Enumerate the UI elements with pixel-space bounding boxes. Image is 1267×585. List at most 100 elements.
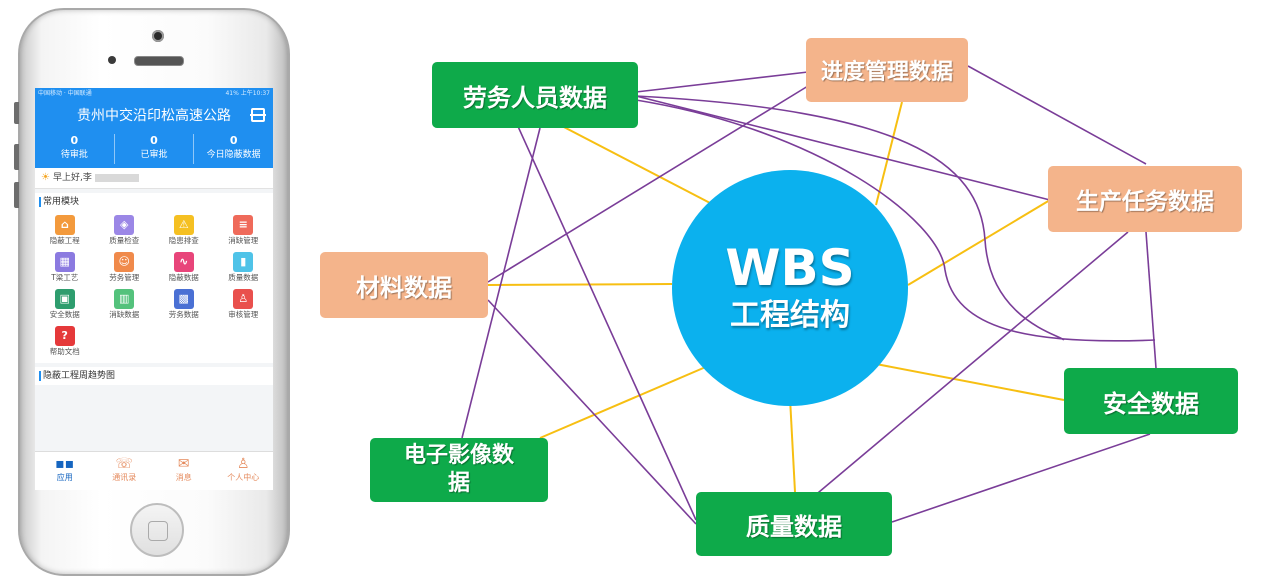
node-production-data: 生产任务数据 (1048, 166, 1242, 232)
stat-label: 已审批 (140, 150, 168, 160)
stat-today-hidden[interactable]: 0 今日隐蔽数据 (194, 134, 273, 164)
module-label: 劳务管理 (109, 273, 140, 282)
tab-apps[interactable]: ▪▪应用 (35, 452, 95, 490)
spoke-image (539, 365, 709, 439)
volume-down-button (14, 182, 19, 208)
module-bars[interactable]: ▥消缺数据 (95, 287, 155, 320)
node-label-line1: 电子影像数 (403, 443, 514, 468)
phone-screen: 中国移动 · 中国联通 41% 上午10:37 贵州中交沿印松高速公路 0 待审… (35, 88, 273, 490)
link-production-safety (1145, 231, 1157, 369)
module-document[interactable]: ≡消缺管理 (214, 213, 274, 246)
spoke-labor (559, 124, 713, 205)
link-progress-production (967, 65, 1147, 165)
stat-approved[interactable]: 0 已审批 (115, 134, 195, 164)
node-safety-data: 安全数据 (1064, 368, 1238, 434)
beam-icon: ▦ (54, 252, 75, 272)
link-labor-progress (635, 71, 809, 93)
link-safety-quality (891, 433, 1151, 523)
home-button[interactable] (130, 503, 184, 557)
person-icon: ♙ (236, 456, 250, 472)
crane-icon: ⌂ (54, 215, 75, 235)
mail-icon: ✉ (177, 456, 190, 472)
modules-section: 常用模块 ⌂隐蔽工程◈质量检查⚠隐患排查≡消缺管理▦T梁工艺☺劳务管理∿隐蔽数据… (35, 193, 273, 363)
tab-label: 个人中心 (227, 473, 260, 482)
sensor-icon (108, 56, 116, 64)
grid-icon: ▩ (173, 289, 194, 309)
node-label: 质量数据 (746, 512, 842, 541)
tab-mail[interactable]: ✉消息 (154, 452, 214, 490)
approval-stats: 0 待审批 0 已审批 0 今日隐蔽数据 (35, 130, 273, 168)
tab-label: 应用 (56, 473, 73, 482)
modules-title: 常用模块 (35, 193, 273, 211)
module-label: 审核管理 (228, 310, 259, 319)
module-shield[interactable]: ◈质量检查 (95, 213, 155, 246)
module-label: 消缺管理 (228, 236, 259, 245)
tab-person[interactable]: ♙个人中心 (214, 452, 274, 490)
node-labor-data: 劳务人员数据 (432, 62, 638, 128)
tab-contacts[interactable]: ☏通讯录 (95, 452, 155, 490)
worker-icon: ☺ (114, 252, 135, 272)
module-grid[interactable]: ▩劳务数据 (154, 287, 214, 320)
module-label: 质量检查 (109, 236, 140, 245)
module-bar-chart[interactable]: ▮质量数据 (214, 250, 274, 283)
contacts-icon: ☏ (115, 456, 133, 472)
spoke-progress (875, 101, 903, 206)
spoke-quality (789, 397, 796, 493)
module-crane[interactable]: ⌂隐蔽工程 (35, 213, 95, 246)
document-icon: ≡ (233, 215, 254, 235)
stat-value: 0 (229, 134, 238, 147)
spoke-safety (875, 363, 1065, 401)
volume-up-button (14, 144, 19, 170)
stat-label: 今日隐蔽数据 (206, 150, 261, 160)
module-grid: ⌂隐蔽工程◈质量检查⚠隐患排查≡消缺管理▦T梁工艺☺劳务管理∿隐蔽数据▮质量数据… (35, 211, 273, 363)
greeting-text: 早上好,李 (52, 173, 92, 183)
line-chart-icon: ∿ (173, 252, 194, 272)
status-carrier: 中国移动 · 中国联通 (38, 90, 92, 97)
scan-icon[interactable] (250, 108, 266, 122)
camera-icon (152, 30, 164, 42)
module-label: 隐蔽数据 (168, 273, 199, 282)
trend-section: 隐蔽工程周趋势图 (35, 367, 273, 385)
app-header: 贵州中交沿印松高速公路 (35, 100, 273, 130)
module-line-chart[interactable]: ∿隐蔽数据 (154, 250, 214, 283)
blurred-name (94, 174, 139, 182)
module-label: 隐患排查 (168, 236, 199, 245)
board-icon: ▣ (54, 289, 75, 309)
module-label: 隐蔽工程 (49, 236, 80, 245)
apps-icon: ▪▪ (55, 456, 75, 472)
node-label: 进度管理数据 (820, 60, 953, 85)
stamp-icon: ♙ (233, 289, 254, 309)
module-label: 帮助文档 (49, 347, 80, 356)
stat-label: 待审批 (60, 150, 88, 160)
status-time: 41% 上午10:37 (225, 90, 270, 97)
stat-pending[interactable]: 0 待审批 (35, 134, 115, 164)
spoke-production (907, 199, 1051, 286)
module-board[interactable]: ▣安全数据 (35, 287, 95, 320)
center-title: WBS (725, 239, 855, 297)
module-label: 消缺数据 (109, 310, 140, 319)
help-icon: ? (54, 326, 75, 346)
node-quality-data: 质量数据 (696, 492, 892, 556)
stat-value: 0 (150, 134, 158, 147)
module-label: T梁工艺 (51, 273, 79, 282)
node-label-line2: 据 (447, 471, 470, 496)
trend-title: 隐蔽工程周趋势图 (35, 367, 273, 385)
speaker-grille (134, 56, 184, 66)
module-label: 质量数据 (228, 273, 259, 282)
module-worker[interactable]: ☺劳务管理 (95, 250, 155, 283)
module-label: 安全数据 (49, 310, 80, 319)
shield-icon: ◈ (114, 215, 135, 235)
stat-value: 0 (70, 134, 79, 147)
module-beam[interactable]: ▦T梁工艺 (35, 250, 95, 283)
warning-icon: ⚠ (173, 215, 194, 235)
greeting-bar: ☀ 早上好,李 (35, 168, 273, 189)
module-warning[interactable]: ⚠隐患排查 (154, 213, 214, 246)
module-stamp[interactable]: ♙审核管理 (214, 287, 274, 320)
center-subtitle: 工程结构 (730, 298, 850, 333)
tab-bar: ▪▪应用☏通讯录✉消息♙个人中心 (35, 451, 273, 490)
node-label: 安全数据 (1103, 389, 1199, 418)
module-help[interactable]: ?帮助文档 (35, 324, 95, 357)
status-bar: 中国移动 · 中国联通 41% 上午10:37 (35, 88, 273, 100)
bars-icon: ▥ (114, 289, 135, 309)
spoke-material (487, 283, 673, 286)
